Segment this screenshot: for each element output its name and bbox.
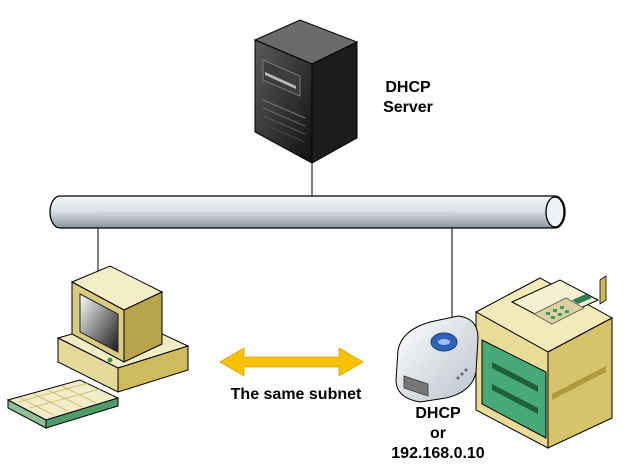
- subnet-label: The same subnet: [230, 386, 362, 403]
- device-label-line3: 192.168.0.10: [391, 445, 485, 462]
- device-label-line1: DHCP: [415, 405, 461, 422]
- multifunction-printer-icon: [474, 275, 614, 449]
- device-address-label: DHCP or 192.168.0.10: [383, 404, 493, 464]
- device-label-line2: or: [430, 425, 446, 442]
- server-label-line1: DHCP: [385, 79, 431, 96]
- network-bus-cable: [49, 195, 566, 229]
- desktop-computer-icon: [6, 265, 190, 429]
- double-arrow-icon: [219, 347, 364, 377]
- tower-server-icon: [253, 19, 359, 164]
- server-label: DHCP Server: [376, 78, 440, 118]
- server-label-line2: Server: [383, 99, 433, 116]
- network-print-server-icon: [395, 315, 479, 403]
